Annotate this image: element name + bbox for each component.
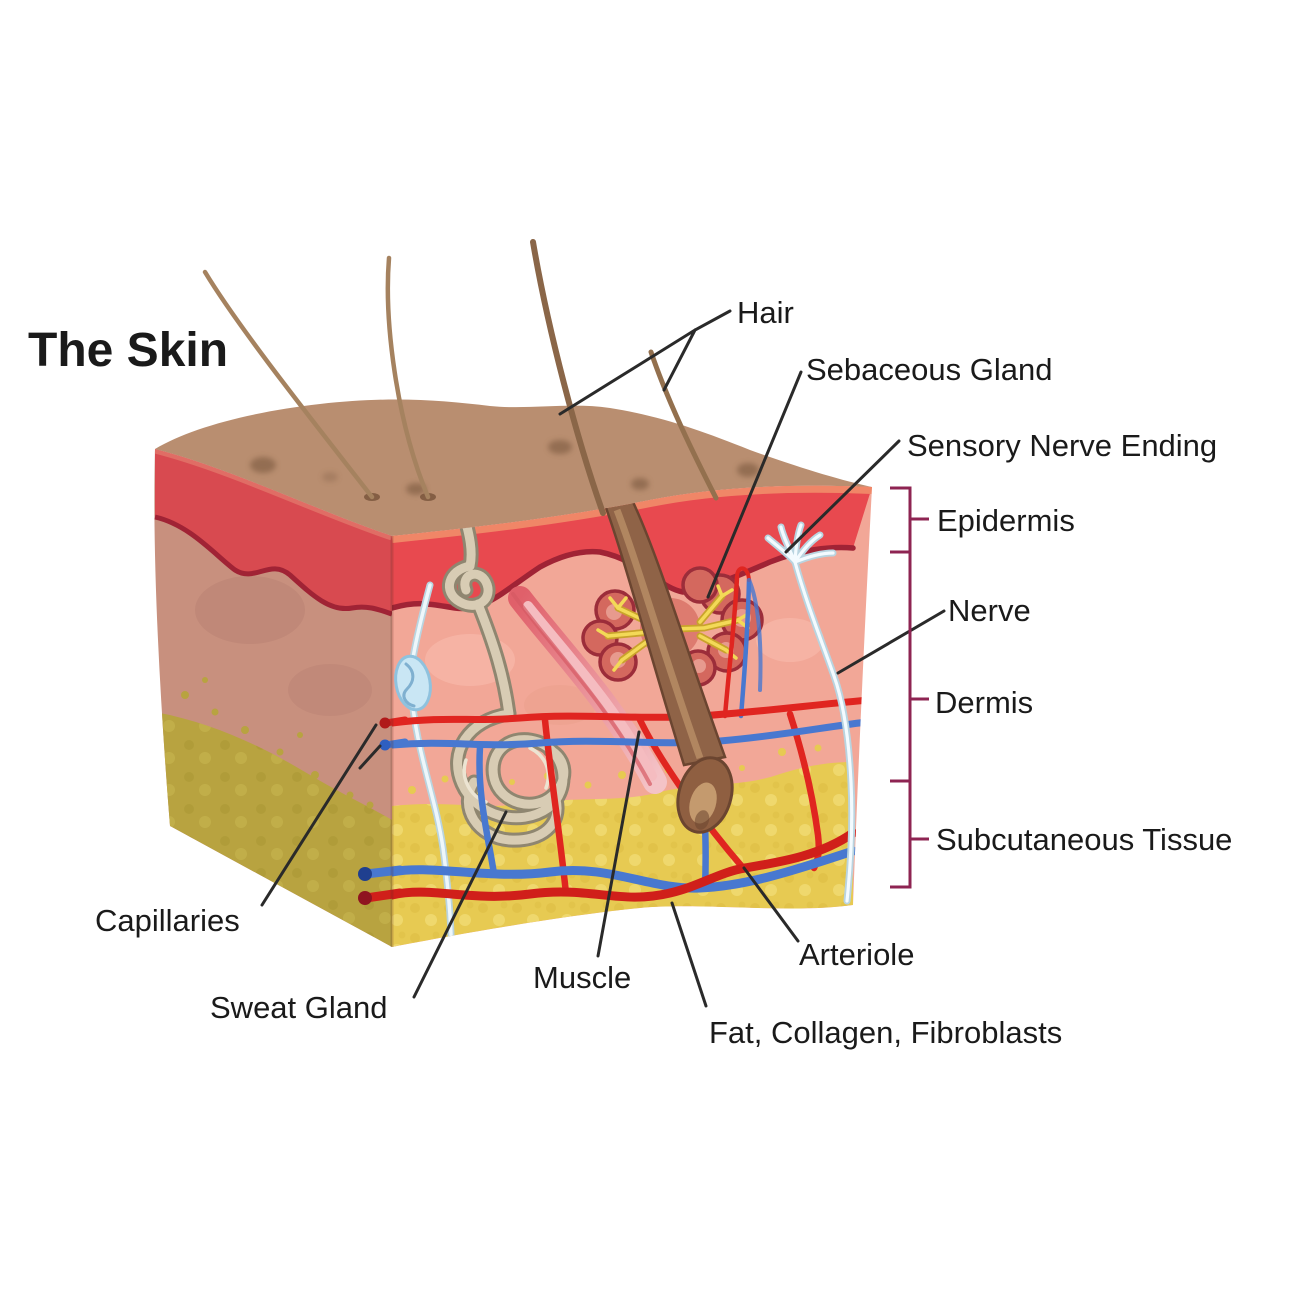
skin-surface-top-face xyxy=(155,399,872,536)
label-epidermis: Epidermis xyxy=(937,503,1075,538)
left-face-epidermis-wavy-line xyxy=(154,514,392,617)
dermis-structures xyxy=(392,500,872,939)
block-left-face xyxy=(154,449,392,947)
label-sweat-gland: Sweat Gland xyxy=(210,990,388,1025)
front-epidermis-wavy-line xyxy=(392,544,856,612)
label-subcutaneous-tissue: Subcutaneous Tissue xyxy=(936,822,1232,857)
leader-fat-collagen xyxy=(670,901,708,1008)
hair-2 xyxy=(385,255,431,500)
capillary-loop xyxy=(722,566,763,719)
leader-lines xyxy=(260,309,946,1008)
leader-capillaries xyxy=(260,723,382,907)
label-nerve: Nerve xyxy=(948,593,1031,628)
leader-muscle xyxy=(596,730,641,958)
hairs xyxy=(202,239,719,516)
page-title: The Skin xyxy=(28,324,228,377)
hair-1 xyxy=(202,269,375,500)
hair-follicle xyxy=(603,500,734,834)
leader-hair xyxy=(558,309,732,416)
label-sebaceous-gland: Sebaceous Gland xyxy=(806,352,1052,387)
label-sensory-nerve-ending: Sensory Nerve Ending xyxy=(907,428,1217,463)
label-muscle: Muscle xyxy=(533,960,631,995)
label-capillaries: Capillaries xyxy=(95,903,240,938)
leader-arteriole xyxy=(742,866,800,943)
leader-sweat-gland xyxy=(412,810,508,999)
skin-pores xyxy=(250,440,759,495)
hair-3 xyxy=(530,239,606,516)
left-fat-speckles xyxy=(181,677,374,809)
label-dermis: Dermis xyxy=(935,685,1033,720)
dermal-vessel-plexus xyxy=(392,696,872,749)
layer-bracket xyxy=(890,486,929,889)
pacinian-nerve xyxy=(394,581,455,939)
hair-4 xyxy=(648,349,719,501)
left-face-epidermis-band xyxy=(155,449,392,614)
leader-sensory-nerve-ending xyxy=(784,439,901,554)
arrector-pili-muscle xyxy=(508,586,667,794)
subcutaneous-vessels xyxy=(392,828,858,902)
top-face-shape xyxy=(155,399,872,536)
leader-nerve xyxy=(836,609,946,675)
label-fat-collagen-fibroblasts: Fat, Collagen, Fibroblasts xyxy=(709,1015,1062,1050)
leader-sebaceous-gland xyxy=(706,370,803,599)
label-arteriole: Arteriole xyxy=(799,937,914,972)
label-hair: Hair xyxy=(737,295,794,330)
